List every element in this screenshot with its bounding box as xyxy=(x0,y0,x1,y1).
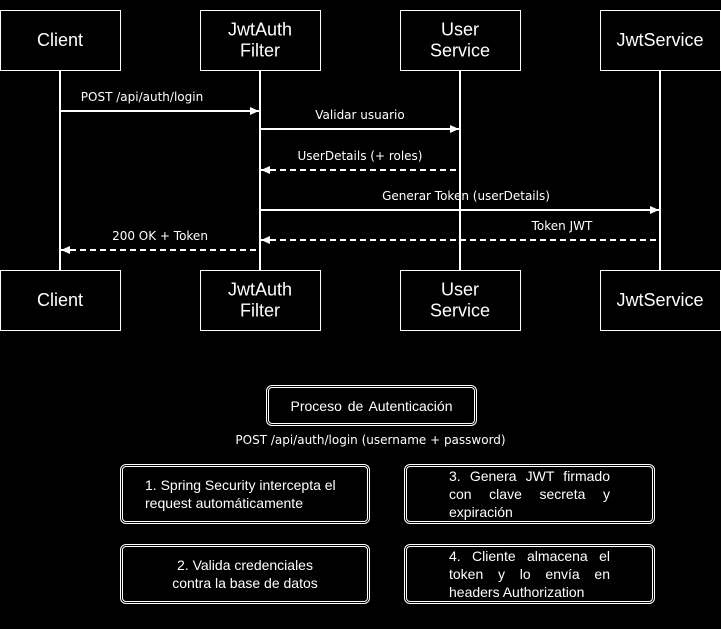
message-label: Validar usuario xyxy=(315,108,404,122)
actor-top-jwt-service: JwtService xyxy=(600,10,721,71)
step-3-text: 3. Genera JWT firmado con clave secreta … xyxy=(449,468,610,520)
actor-bottom-jwt-service: JwtService xyxy=(600,270,721,331)
message-5: Token JWT xyxy=(261,219,656,244)
message-label: POST /api/auth/login xyxy=(81,90,203,104)
actor-top-client: Client xyxy=(0,10,121,71)
actor-label: JwtService xyxy=(616,30,703,50)
message-label: 200 OK + Token xyxy=(112,229,208,243)
step-2-text: 2. Valida credenciales contra la base de… xyxy=(172,557,318,591)
actor-label: User xyxy=(441,280,479,300)
process-title-box: Proceso de Autenticación xyxy=(266,385,477,426)
step-box-3: 3. Genera JWT firmado con clave secreta … xyxy=(404,464,655,524)
actor-label: Filter xyxy=(240,41,280,61)
step-4-text: 4. Cliente almacena el token y lo envía … xyxy=(449,548,610,600)
message-2: Validar usuario xyxy=(260,108,459,133)
step-1-text: 1. Spring Security intercepta el request… xyxy=(145,477,336,511)
message-3: UserDetails (+ roles) xyxy=(261,149,456,174)
step-box-4: 4. Cliente almacena el token y lo envía … xyxy=(404,544,655,604)
message-label: Token JWT xyxy=(531,219,593,233)
actor-label: Client xyxy=(37,30,83,50)
process-title: Proceso de Autenticación xyxy=(290,397,453,414)
actor-label: Client xyxy=(37,290,83,310)
actor-label: JwtAuth xyxy=(228,280,292,300)
step-box-1: 1. Spring Security intercepta el request… xyxy=(120,464,370,524)
step-box-2: 2. Valida credenciales contra la base de… xyxy=(120,544,370,604)
message-label: UserDetails (+ roles) xyxy=(298,149,423,163)
actor-label: User xyxy=(441,20,479,40)
actor-label: Service xyxy=(430,301,490,321)
actor-label: Service xyxy=(430,41,490,61)
actor-bottom-client: Client xyxy=(0,270,121,331)
actor-label: JwtAuth xyxy=(228,20,292,40)
message-label: Generar Token (userDetails) xyxy=(382,189,550,203)
process-subtitle: POST /api/auth/login (username + passwor… xyxy=(235,433,506,447)
message-4: Generar Token (userDetails) xyxy=(260,189,659,214)
actor-label: JwtService xyxy=(616,290,703,310)
message-1: POST /api/auth/login xyxy=(60,90,259,115)
actor-label: Filter xyxy=(240,301,280,321)
message-6: 200 OK + Token xyxy=(61,229,256,254)
